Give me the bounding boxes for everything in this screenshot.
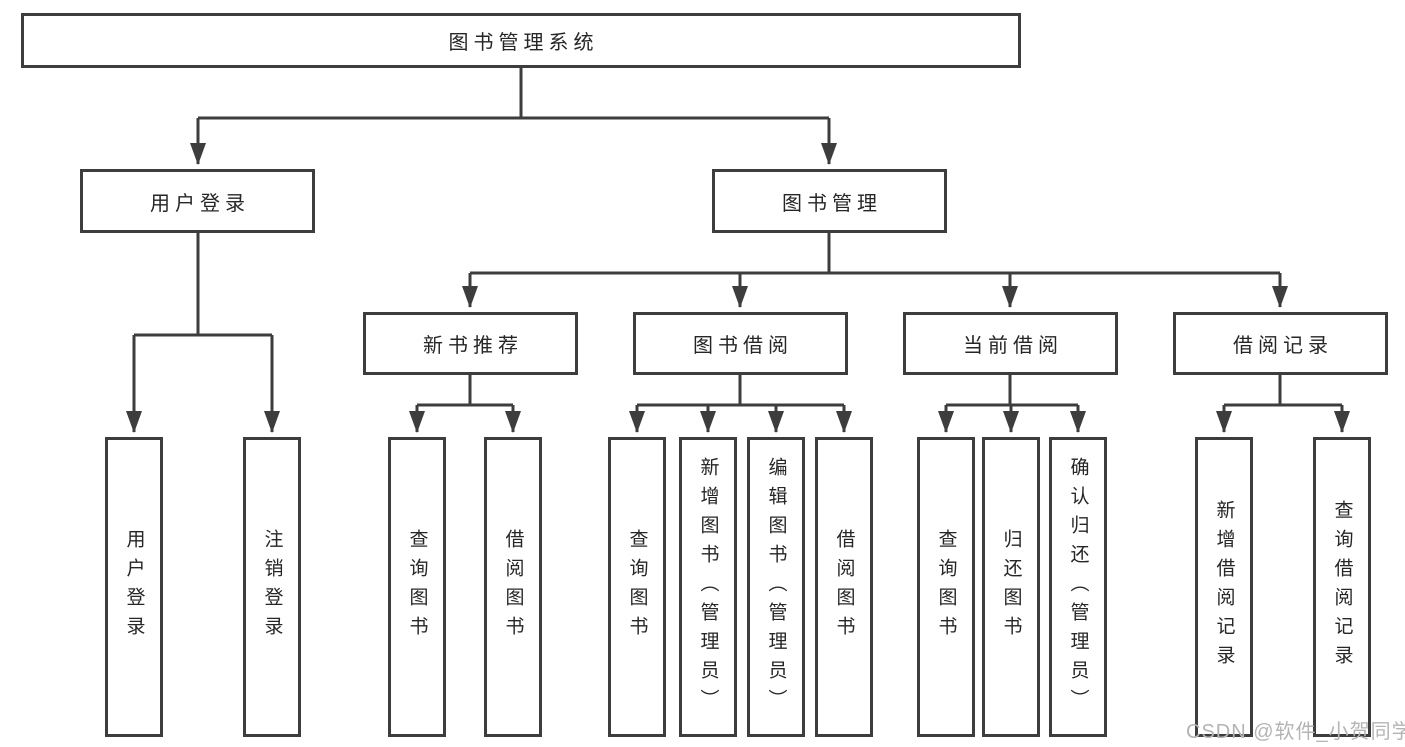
node-leaf-add-books-admin: 新增图书（管理员） [679,437,737,737]
node-leaf-borrow-books-2: 借阅图书 [815,437,873,737]
node-current-borrow: 当前借阅 [903,312,1118,375]
node-leaf-edit-books-admin: 编辑图书（管理员） [747,437,805,737]
connector-new-book-children [409,375,521,433]
node-leaf-return-books: 归还图书 [982,437,1040,737]
node-leaf-add-borrow-record: 新增借阅记录 [1195,437,1253,737]
node-book-management: 图书管理 [712,169,947,233]
node-leaf-user-login: 用户登录 [105,437,163,737]
node-leaf-query-books-3: 查询图书 [917,437,975,737]
node-leaf-query-books-1: 查询图书 [388,437,446,737]
connector-user-login-children [126,233,280,433]
connector-borrow-records-children [1216,375,1350,433]
node-leaf-confirm-return-admin: 确认归还（管理员） [1049,437,1107,737]
node-leaf-query-books-2: 查询图书 [608,437,666,737]
connector-current-borrow-children [938,375,1086,433]
node-book-borrow: 图书借阅 [633,312,848,375]
node-borrow-records: 借阅记录 [1173,312,1388,375]
node-leaf-query-borrow-record: 查询借阅记录 [1313,437,1371,737]
connector-book-borrow-children [629,375,852,433]
node-library-system: 图书管理系统 [21,13,1021,68]
node-new-book-recommend: 新书推荐 [363,312,578,375]
connector-book-management-children [462,233,1288,308]
node-leaf-logout: 注销登录 [243,437,301,737]
node-user-login: 用户登录 [80,169,315,233]
node-leaf-borrow-books-1: 借阅图书 [484,437,542,737]
csdn-watermark: CSDN @软件_小贺同学 [1186,721,1405,743]
connector-root-to-level2 [190,68,837,165]
